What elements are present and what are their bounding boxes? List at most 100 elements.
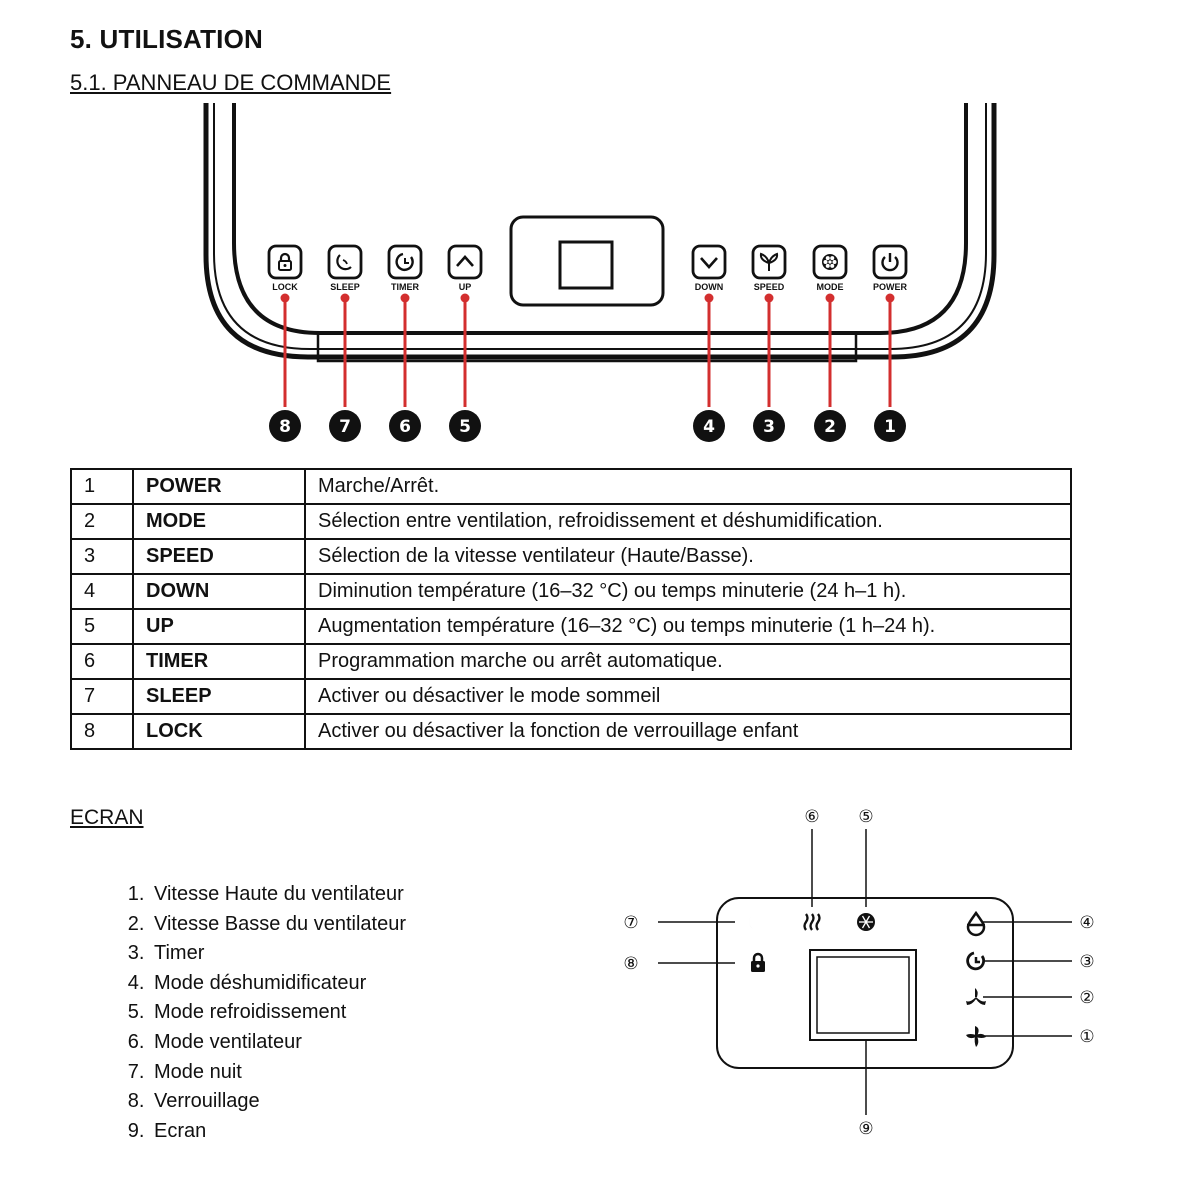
table-row-description: Sélection de la vitesse ventilateur (Hau… xyxy=(304,538,1072,575)
list-item: Mode nuit xyxy=(150,1058,406,1088)
screen-callout-1: ① xyxy=(1079,1027,1094,1047)
screen-callout-8: ⑧ xyxy=(623,954,638,974)
chevron-down-icon xyxy=(700,257,718,269)
panel-button-timer[interactable]: TIMER xyxy=(387,244,423,292)
screen-callout-7: ⑦ xyxy=(623,913,638,933)
screen-heading: ECRAN xyxy=(70,806,144,829)
table-row-number: 8 xyxy=(70,713,134,750)
table-row-description: Augmentation température (16–32 °C) ou t… xyxy=(304,608,1072,645)
list-item: Timer xyxy=(150,939,406,969)
table-row-description: Marche/Arrêt. xyxy=(304,468,1072,505)
sleep-moon-icon xyxy=(749,915,764,931)
panel-callout-number: 8 xyxy=(279,417,291,437)
panel-button-label: UP xyxy=(459,282,472,292)
table-row-key: SLEEP xyxy=(132,678,306,715)
screen-legend-list: Vitesse Haute du ventilateurVitesse Bass… xyxy=(100,880,406,1146)
list-item: Mode refroidissement xyxy=(150,998,406,1028)
panel-callout-3: 3 xyxy=(753,293,785,442)
table-row-number: 4 xyxy=(70,573,134,610)
table-row-number: 6 xyxy=(70,643,134,680)
lock-icon xyxy=(751,952,765,972)
panel-callout-number: 1 xyxy=(884,417,896,437)
panel-button-lock[interactable]: LOCK xyxy=(267,244,303,292)
panel-button-down[interactable]: DOWN xyxy=(691,244,727,292)
fan-speed-icon xyxy=(759,252,779,271)
list-item: Mode déshumidificateur xyxy=(150,969,406,999)
table-row-number: 1 xyxy=(70,468,134,505)
table-row-description: Sélection entre ventilation, refroidisse… xyxy=(304,503,1072,540)
screen-callout-5: ⑤ xyxy=(858,807,873,827)
panel-callout-2: 2 xyxy=(814,293,846,442)
panel-callout-8: 8 xyxy=(269,293,301,442)
panel-button-sleep[interactable]: SLEEP xyxy=(327,244,363,292)
panel-display-screen xyxy=(558,240,614,290)
sleep-moon-icon xyxy=(336,254,352,271)
screen-callout-3: ③ xyxy=(1079,952,1094,972)
panel-callout-4: 4 xyxy=(693,293,725,442)
table-row-key: MODE xyxy=(132,503,306,540)
screen-digit-area xyxy=(809,949,917,1041)
list-item: Mode ventilateur xyxy=(150,1028,406,1058)
panel-callout-number: 6 xyxy=(399,417,411,437)
screen-callout-6: ⑥ xyxy=(804,807,819,827)
panel-housing xyxy=(203,103,997,363)
table-row-number: 7 xyxy=(70,678,134,715)
panel-button-label: SPEED xyxy=(754,282,785,292)
snowflake-icon xyxy=(857,913,875,931)
fan-high-speed-icon xyxy=(966,1026,986,1047)
table-row-description: Activer ou désactiver le mode sommeil xyxy=(304,678,1072,715)
panel-button-label: POWER xyxy=(873,282,908,292)
panel-callout-number: 4 xyxy=(703,417,715,437)
screen-leader-lines xyxy=(658,829,1072,1115)
panel-button-up[interactable]: UP xyxy=(447,244,483,292)
panel-button-speed[interactable]: SPEED xyxy=(751,244,787,292)
table-row-key: POWER xyxy=(132,468,306,505)
screen-callout-2: ② xyxy=(1079,988,1094,1008)
panel-callout-7: 7 xyxy=(329,293,361,442)
lock-icon xyxy=(278,252,292,271)
screen-diagram: ⑦ ⑧ ⑥ ⑤ ④ ③ ② ① ⑨ xyxy=(623,807,1094,1139)
panel-display-frame xyxy=(509,215,665,307)
table-row-key: LOCK xyxy=(132,713,306,750)
table-row-key: UP xyxy=(132,608,306,645)
table-row-number: 5 xyxy=(70,608,134,645)
panel-callout-5: 5 xyxy=(449,293,481,442)
panel-callout-number: 5 xyxy=(459,417,471,437)
panel-callout-number: 3 xyxy=(763,417,775,437)
panel-callout-6: 6 xyxy=(389,293,421,442)
panel-callout-number: 7 xyxy=(339,417,351,437)
list-item: Vitesse Basse du ventilateur xyxy=(150,910,406,940)
table-row-number: 3 xyxy=(70,538,134,575)
list-item: Ecran xyxy=(150,1117,406,1147)
list-item: Vitesse Haute du ventilateur xyxy=(150,880,406,910)
control-panel-diagram: LOCK SLEEP TIMER UP DOWN SPEED MODE POWER 8 7 6 5 4… xyxy=(203,103,997,442)
fan-low-speed-icon xyxy=(966,988,986,1005)
fan-mode-wave-icon xyxy=(803,913,821,931)
panel-button-label: MODE xyxy=(817,282,844,292)
table-row-number: 2 xyxy=(70,503,134,540)
panel-button-power[interactable]: POWER xyxy=(872,244,908,292)
panel-button-label: TIMER xyxy=(391,282,419,292)
table-row-key: DOWN xyxy=(132,573,306,610)
panel-button-mode[interactable]: MODE xyxy=(812,244,848,292)
table-row-key: SPEED xyxy=(132,538,306,575)
panel-button-label: SLEEP xyxy=(330,282,360,292)
table-row-description: Activer ou désactiver la fonction de ver… xyxy=(304,713,1072,750)
screen-callout-9: ⑨ xyxy=(858,1119,873,1139)
section-subtitle: 5.1. PANNEAU DE COMMANDE xyxy=(70,70,392,95)
dehumidifier-drop-icon xyxy=(966,910,986,937)
table-row-key: TIMER xyxy=(132,643,306,680)
table-row-description: Diminution température (16–32 °C) ou tem… xyxy=(304,573,1072,610)
timer-icon xyxy=(966,951,985,971)
chevron-up-icon xyxy=(456,255,474,267)
table-row-description: Programmation marche ou arrêt automatiqu… xyxy=(304,643,1072,680)
panel-callout-1: 1 xyxy=(874,293,906,442)
